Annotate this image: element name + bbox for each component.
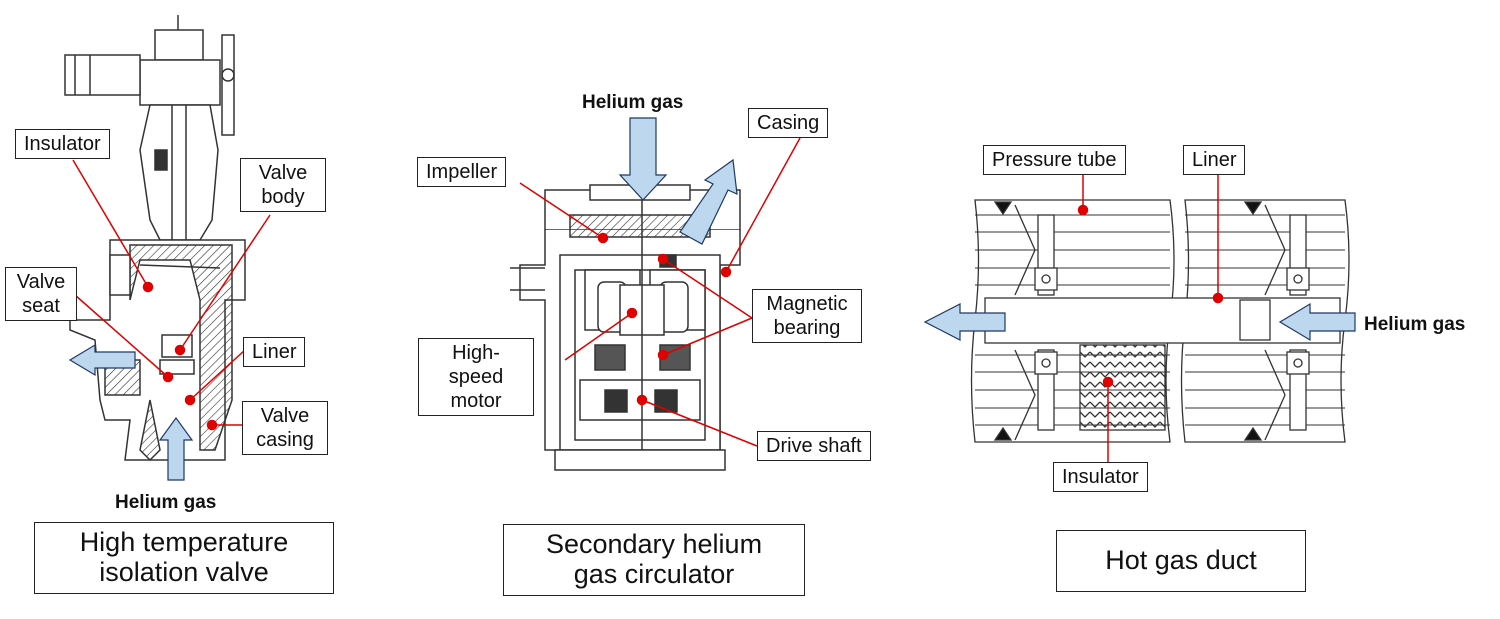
circulator-leader-lines [519,137,801,447]
flow-label-valve: Helium gas [115,492,217,513]
valve-flow-arrows [68,343,194,481]
label-drive-shaft: Drive shaft [757,431,871,461]
label-liner-duct: Liner [1183,145,1246,175]
caption-circulator: Secondary helium gas circulator [503,524,805,596]
circulator-flow-arrows [618,117,738,245]
caption-isolation-valve: High temperature isolation valve [34,522,334,594]
label-insulator-valve: Insulator [15,129,110,159]
caption-hot-gas-duct: Hot gas duct [1056,530,1306,592]
label-liner-valve: Liner [243,337,306,367]
duct-leader-lines [1077,175,1224,462]
label-impeller: Impeller [417,157,507,187]
hot-gas-duct-drawing [970,199,1350,443]
valve-leader-lines [72,159,271,431]
label-high-speed-motor: High-speed motor [418,338,534,416]
label-insulator-duct: Insulator [1053,462,1148,492]
isolation-valve-drawing [64,15,246,462]
flow-label-circulator: Helium gas [582,92,684,113]
duct-flow-arrows [923,302,1356,342]
label-valve-casing: Valve casing [242,401,328,455]
label-valve-body: Valve body [240,158,326,212]
label-casing: Casing [748,108,829,138]
label-valve-seat: Valve seat [5,267,77,321]
label-magnetic-bearing: Magnetic bearing [752,289,862,343]
flow-label-duct: Helium gas [1364,314,1466,335]
label-pressure-tube: Pressure tube [983,145,1126,175]
